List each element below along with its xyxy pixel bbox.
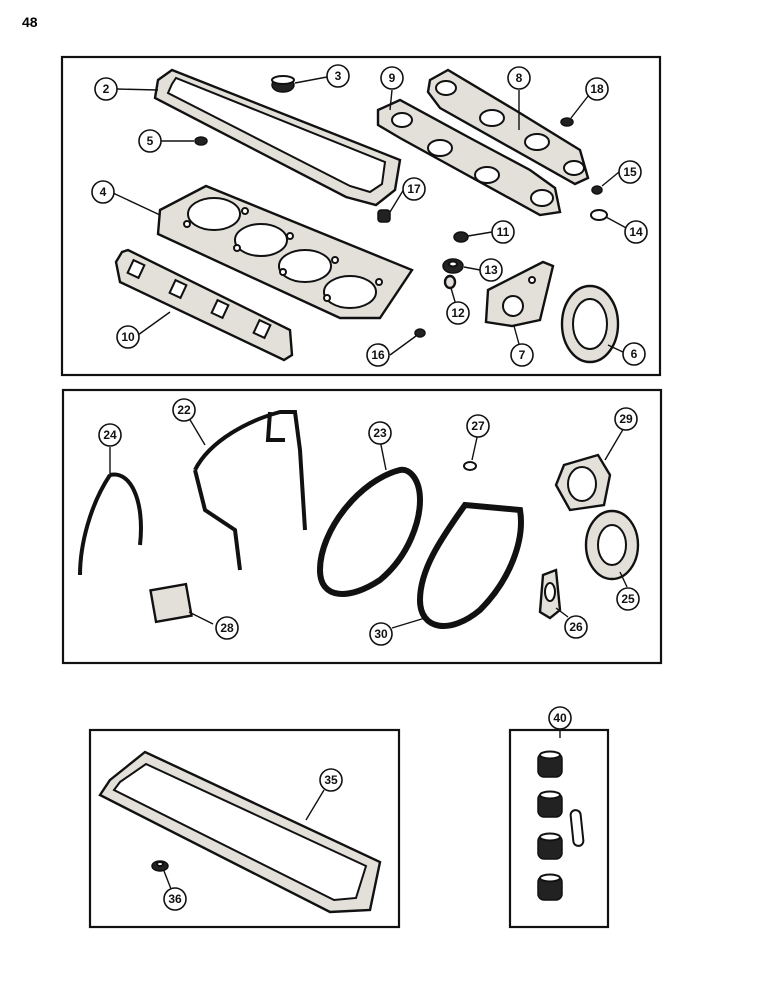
- svg-text:5: 5: [147, 134, 154, 148]
- o-ring-27-part: [463, 461, 477, 471]
- leader-lines: [109, 76, 631, 890]
- callout-12: 12: [446, 301, 470, 325]
- callout-23: 23: [368, 421, 392, 445]
- callout-22: 22: [172, 398, 196, 422]
- svg-text:36: 36: [168, 892, 182, 906]
- callout-35: 35: [319, 768, 343, 792]
- svg-text:17: 17: [407, 182, 421, 196]
- svg-text:29: 29: [619, 412, 633, 426]
- washer-36-part: [151, 860, 169, 872]
- callout-6: 6: [622, 342, 646, 366]
- gasket-25-part: [584, 509, 640, 581]
- svg-text:13: 13: [484, 263, 498, 277]
- svg-text:12: 12: [451, 306, 465, 320]
- washer-part: [194, 136, 208, 146]
- svg-text:22: 22: [177, 403, 191, 417]
- thermostat-gasket-part: [484, 260, 555, 328]
- exhaust-gasket-part-b: [426, 68, 590, 186]
- washer-11-part: [453, 231, 469, 243]
- callout-29: 29: [614, 407, 638, 431]
- valve-seals-part: [537, 750, 585, 901]
- rocker-cover-gasket-part: [153, 68, 402, 207]
- grommet-part: [271, 75, 295, 93]
- seal-part: [560, 117, 574, 127]
- svg-text:35: 35: [324, 773, 338, 787]
- svg-text:27: 27: [471, 419, 485, 433]
- svg-text:11: 11: [497, 225, 510, 239]
- head-gasket-part: [156, 184, 414, 320]
- callout-25: 25: [616, 587, 640, 611]
- svg-text:2: 2: [103, 82, 110, 96]
- plug-part: [591, 185, 603, 195]
- callout-30: 30: [369, 622, 393, 646]
- svg-text:3: 3: [335, 69, 342, 83]
- svg-text:23: 23: [373, 426, 387, 440]
- callout-28: 28: [215, 616, 239, 640]
- callout-14: 14: [624, 220, 648, 244]
- exhaust-gasket-part-a: [376, 98, 562, 217]
- svg-text:24: 24: [103, 428, 117, 442]
- svg-text:16: 16: [371, 348, 385, 362]
- callout-3: 3: [326, 64, 350, 88]
- svg-text:8: 8: [516, 71, 523, 85]
- gasket-26-part: [538, 568, 562, 620]
- callout-26: 26: [564, 615, 588, 639]
- svg-text:28: 28: [220, 621, 234, 635]
- cover-plate-gasket-part: [149, 582, 193, 624]
- oil-pan-gasket-part: [98, 750, 382, 914]
- page-number: 48: [22, 14, 38, 30]
- callout-13: 13: [479, 258, 503, 282]
- callout-7: 7: [510, 343, 534, 367]
- callout-17: 17: [402, 177, 426, 201]
- gasket-29-part: [554, 453, 612, 512]
- svg-text:6: 6: [631, 347, 638, 361]
- svg-text:25: 25: [621, 592, 635, 606]
- svg-text:14: 14: [629, 225, 643, 239]
- svg-text:30: 30: [374, 627, 388, 641]
- svg-text:26: 26: [569, 620, 583, 634]
- svg-text:10: 10: [121, 330, 135, 344]
- washer-16-part: [414, 328, 426, 338]
- water-pump-gasket-part: [416, 501, 524, 629]
- callout-27: 27: [466, 414, 490, 438]
- callout-40: 40: [548, 706, 572, 730]
- callout-24: 24: [98, 423, 122, 447]
- callout-16: 16: [366, 343, 390, 367]
- callout-4: 4: [91, 180, 115, 204]
- svg-text:7: 7: [519, 348, 526, 362]
- svg-text:40: 40: [553, 711, 567, 725]
- intake-gasket-part: [114, 248, 294, 362]
- washer-13-part: [442, 258, 464, 274]
- callout-18: 18: [585, 77, 609, 101]
- callout-8: 8: [507, 66, 531, 90]
- callout-5: 5: [138, 129, 162, 153]
- o-ring-part: [590, 209, 608, 221]
- front-plate-gasket-part: [316, 466, 424, 597]
- pump-gasket-ring-part: [560, 284, 620, 364]
- svg-text:18: 18: [590, 82, 604, 96]
- washer-12-part: [443, 274, 457, 290]
- callout-10: 10: [116, 325, 140, 349]
- callout-2: 2: [94, 77, 118, 101]
- svg-text:4: 4: [100, 185, 107, 199]
- timing-gasket-24-part: [78, 472, 143, 576]
- callout-36: 36: [163, 887, 187, 911]
- svg-text:15: 15: [623, 165, 637, 179]
- sleeve-part: [377, 209, 391, 223]
- svg-text:9: 9: [389, 71, 396, 85]
- callout-9: 9: [380, 66, 404, 90]
- callout-15: 15: [618, 160, 642, 184]
- timing-cover-gasket-part: [193, 410, 307, 571]
- callout-11: 11: [491, 220, 515, 244]
